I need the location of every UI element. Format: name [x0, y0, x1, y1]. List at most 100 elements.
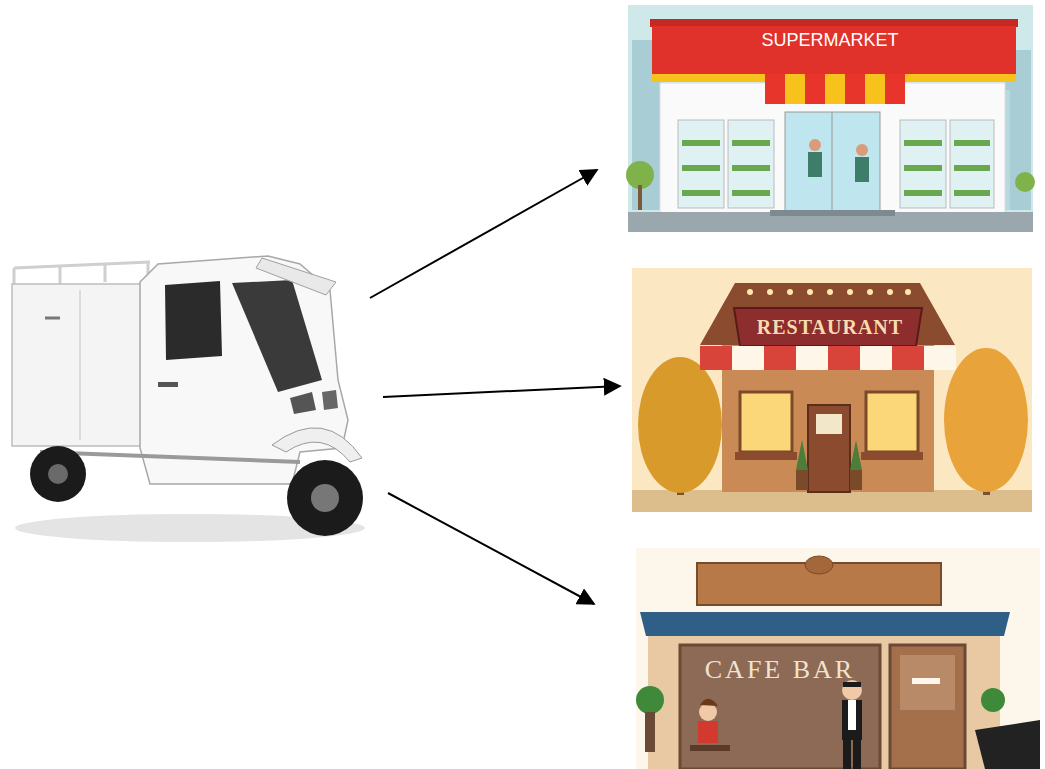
restaurant-picture-part-part	[747, 289, 753, 295]
supermarket-picture-part-part	[904, 190, 942, 196]
building-sign-text: SUPERMARKET	[730, 27, 930, 53]
supermarket-picture-part	[856, 144, 868, 156]
supermarket-picture-part	[678, 120, 724, 208]
cargo-tricycle-part	[322, 390, 338, 410]
cafe-picture-part	[690, 745, 730, 751]
restaurant-picture-part-part	[764, 346, 796, 370]
cargo-tricycle-part	[158, 382, 178, 387]
cafe-picture-part	[700, 699, 718, 706]
supermarket-picture-part-part	[682, 140, 720, 146]
restaurant-picture-part	[632, 268, 1032, 512]
restaurant-picture-part	[796, 470, 808, 490]
cargo-tricycle-part	[12, 284, 150, 446]
supermarket-picture-part-part	[845, 74, 865, 104]
supermarket-picture-part	[950, 120, 994, 208]
cafe-picture-part	[843, 740, 851, 769]
cargo-tricycle-part	[48, 464, 68, 484]
cargo-tricycle-part	[232, 280, 322, 392]
cargo-tricycle-part	[14, 262, 150, 268]
supermarket-picture-part-part	[732, 165, 770, 171]
delivery-arrows-part	[370, 170, 597, 298]
cargo-tricycle-part	[79, 290, 81, 440]
building-sign-text: RESTAURANT	[736, 312, 924, 342]
restaurant-picture-part-part	[767, 289, 773, 295]
cafe-picture	[636, 548, 1040, 769]
building-node: CAFE BAR	[636, 548, 1040, 769]
restaurant-picture-part	[747, 289, 911, 295]
restaurant-picture-part-part	[807, 289, 813, 295]
cargo-tricycle-part	[104, 264, 107, 282]
cargo-tricycle-part	[287, 460, 363, 536]
restaurant-picture-part	[632, 490, 1032, 512]
supermarket-picture-part-part	[954, 165, 990, 171]
restaurant-picture-part	[740, 392, 792, 452]
cafe-picture-part	[636, 548, 1040, 769]
cargo-tricycle-part	[256, 258, 336, 295]
cafe-picture-part	[848, 700, 856, 730]
cafe-picture-part	[680, 645, 880, 769]
supermarket-picture-part-part	[785, 74, 805, 104]
cafe-picture-part	[805, 556, 833, 574]
supermarket-picture-part	[650, 19, 1018, 27]
cafe-picture-part	[648, 634, 1000, 769]
cargo-tricycle-part	[59, 266, 62, 284]
supermarket-picture-part	[628, 5, 1033, 232]
cargo-tricycle-part	[30, 446, 86, 502]
cafe-picture-part	[853, 740, 861, 769]
restaurant-picture-part-part	[700, 346, 732, 370]
building-node: SUPERMARKET	[628, 5, 1033, 232]
supermarket-picture	[626, 5, 1035, 232]
delivery-arrows	[370, 170, 620, 604]
delivery-arrows-part	[388, 493, 594, 604]
restaurant-picture-part-part	[827, 289, 833, 295]
supermarket-picture-part	[728, 120, 774, 208]
cargo-tricycle	[12, 256, 365, 542]
restaurant-picture-part	[722, 340, 934, 492]
restaurant-picture-part	[850, 440, 862, 470]
restaurant-picture-part-part	[787, 289, 793, 295]
restaurant-picture-part-part	[892, 346, 924, 370]
cafe-picture-part	[698, 721, 718, 743]
supermarket-picture-part-part	[865, 74, 885, 104]
restaurant-picture-part	[866, 392, 918, 452]
cafe-picture-part	[890, 645, 965, 769]
delivery-arrows-part	[383, 386, 620, 397]
supermarket-picture-part	[809, 139, 821, 151]
supermarket-picture-part	[638, 185, 642, 210]
restaurant-picture-part-part	[924, 346, 956, 370]
supermarket-picture-part	[855, 157, 869, 182]
building-node: RESTAURANT	[632, 268, 1032, 512]
supermarket-picture-part-part	[825, 74, 845, 104]
supermarket-picture-part-part	[805, 74, 825, 104]
supermarket-picture-part-part	[765, 74, 785, 104]
supermarket-picture-part	[626, 161, 654, 189]
restaurant-picture	[632, 268, 1032, 512]
restaurant-picture-part	[700, 283, 955, 345]
supermarket-picture-part-part	[732, 140, 770, 146]
restaurant-picture-part-part	[860, 346, 892, 370]
cafe-picture-part	[912, 678, 940, 684]
supermarket-picture-part-part	[904, 165, 942, 171]
restaurant-picture-part-part	[887, 289, 893, 295]
restaurant-picture-part-part	[828, 346, 860, 370]
supermarket-picture-part-part	[954, 190, 990, 196]
cafe-picture-part	[981, 688, 1005, 712]
cargo-tricycle-part	[290, 392, 316, 414]
restaurant-picture-part	[700, 346, 956, 370]
cafe-picture-part	[645, 712, 655, 752]
restaurant-picture-part-part	[732, 346, 764, 370]
restaurant-picture-part	[850, 470, 862, 490]
cargo-tricycle-part	[140, 256, 348, 484]
supermarket-picture-part-part	[732, 190, 770, 196]
supermarket-picture-part	[832, 112, 833, 212]
supermarket-picture-part-part	[682, 165, 720, 171]
restaurant-picture-part	[808, 405, 850, 492]
restaurant-picture-part	[796, 440, 808, 470]
restaurant-picture-part-part	[905, 289, 911, 295]
supermarket-picture-part-part	[904, 140, 942, 146]
cafe-picture-part	[975, 720, 1040, 769]
cafe-picture-part	[842, 700, 862, 740]
